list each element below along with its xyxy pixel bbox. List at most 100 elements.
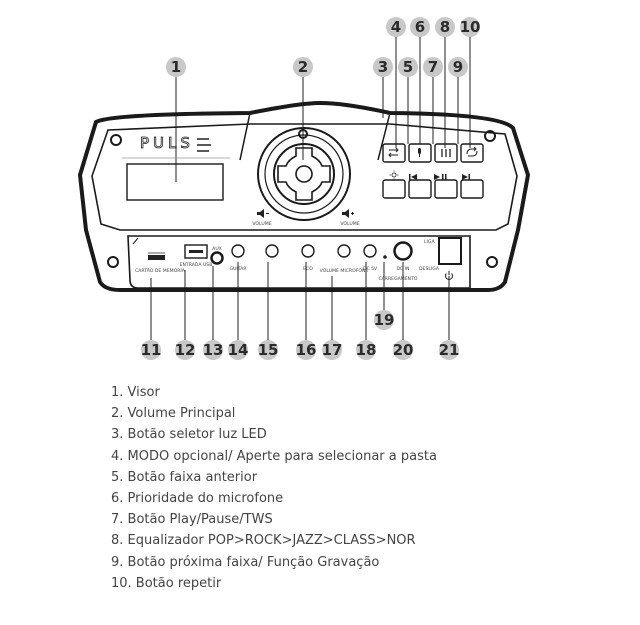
repeat-icon <box>466 146 478 157</box>
callout-2: 2 <box>293 57 313 77</box>
callout-16: 16 <box>296 340 317 360</box>
button-next[interactable] <box>460 174 484 199</box>
leader-lines <box>150 36 471 340</box>
legend-item: 4. MODO opcional/ Aperte para selecionar… <box>111 448 437 464</box>
callout-19: 19 <box>374 310 395 330</box>
callout-number: 11 <box>141 341 162 359</box>
volume-up-icon <box>342 209 354 218</box>
button-led[interactable] <box>382 170 406 199</box>
button-play-pause[interactable] <box>434 174 458 199</box>
callout-18: 18 <box>356 340 377 360</box>
callout-number: 15 <box>258 341 279 359</box>
callout-11: 11 <box>141 340 162 360</box>
callout-6: 6 <box>410 17 430 37</box>
usb-port[interactable] <box>184 244 208 259</box>
legend-item: 5. Botão faixa anterior <box>111 469 258 485</box>
dc-in-label: DC IN <box>397 266 410 272</box>
callout-8: 8 <box>435 17 455 37</box>
display-screen <box>126 163 224 201</box>
button-prev[interactable] <box>408 174 432 199</box>
callout-number: 14 <box>228 341 249 359</box>
charging-led <box>383 255 387 259</box>
eq-icon <box>441 149 451 157</box>
play-pause-icon <box>434 174 447 180</box>
power-off-label: DESLIGA <box>419 266 440 272</box>
guitar-jack[interactable] <box>231 244 245 258</box>
mic-volume-label: VOLUME MICROFONE <box>320 268 369 274</box>
power-switch[interactable] <box>438 237 462 265</box>
aux-jack[interactable] <box>210 251 224 265</box>
legend-item: 8. Equalizador POP>ROCK>JAZZ>CLASS>NOR <box>111 533 416 549</box>
connector-panel <box>127 235 471 289</box>
legend-item: 1. Visor <box>111 385 160 400</box>
button-repeat[interactable] <box>460 143 484 163</box>
callout-number: 8 <box>440 18 450 36</box>
echo-label: ECO <box>303 266 313 272</box>
volume-down-icon <box>257 209 269 218</box>
callout-number: 7 <box>428 58 438 76</box>
button-equalizer[interactable] <box>434 143 458 163</box>
callout-number: 9 <box>453 58 463 76</box>
callout-number: 10 <box>460 18 481 36</box>
power-on-label: LIGA <box>424 239 435 245</box>
callout-5: 5 <box>398 57 418 77</box>
button-mode[interactable] <box>382 143 406 163</box>
memory-card-label: CARTÃO DE MEMÓRIA <box>135 267 186 274</box>
callout-21: 21 <box>439 340 460 360</box>
mic-volume-knob[interactable] <box>337 244 351 258</box>
callout-17: 17 <box>322 340 343 360</box>
callout-number: 17 <box>322 341 343 359</box>
aux-label: AUX <box>212 246 222 252</box>
memory-card-slot[interactable] <box>148 252 165 260</box>
charging-label: CARREGAMENTO <box>378 276 417 282</box>
callout-10: 10 <box>460 17 481 37</box>
button-mic-priority[interactable] <box>408 143 432 163</box>
callout-number: 20 <box>393 341 414 359</box>
legend-item: 10. Botão repetir <box>111 575 222 591</box>
callout-number: 21 <box>439 341 460 359</box>
callout-12: 12 <box>175 340 196 360</box>
callout-number: 16 <box>296 341 317 359</box>
callout-number: 3 <box>378 58 388 76</box>
legend-item: 6. Prioridade do microfone <box>111 490 284 506</box>
legend-item: 3. Botão seletor luz LED <box>111 427 267 443</box>
device-diagram: PULS VOLUME VOLUME <box>77 17 531 360</box>
led-icon <box>389 170 399 180</box>
legend-item: 2. Volume Principal <box>111 406 236 422</box>
callout-number: 6 <box>415 18 425 36</box>
echo-knob[interactable] <box>301 244 315 258</box>
callout-number: 2 <box>298 58 308 76</box>
callout-3: 3 <box>373 57 393 77</box>
screws <box>107 129 498 268</box>
volume-knob[interactable] <box>257 127 351 221</box>
prev-track-icon <box>409 174 417 180</box>
callout-number: 19 <box>374 311 395 329</box>
brand-logo: PULS <box>122 134 230 159</box>
next-track-icon <box>462 174 470 180</box>
mic-icon <box>418 148 421 157</box>
dc-in-jack[interactable] <box>363 244 377 258</box>
callout-number: 1 <box>171 58 181 76</box>
guitar-label: GUITAR <box>229 266 247 272</box>
callout-number: 4 <box>391 18 401 36</box>
mic-jack[interactable] <box>265 244 279 258</box>
callout-14: 14 <box>228 340 249 360</box>
legend-item: 7. Botão Play/Pause/TWS <box>111 512 273 528</box>
callout-9: 9 <box>448 57 468 77</box>
legend-list: 1. Visor 2. Volume Principal 3. Botão se… <box>111 382 437 594</box>
callout-4: 4 <box>386 17 406 37</box>
callout-number: 12 <box>175 341 196 359</box>
brand-text: PULS <box>140 134 194 152</box>
usb-input-label: ENTRADA USB <box>180 262 213 268</box>
callout-7: 7 <box>423 57 443 77</box>
power-icon <box>445 271 453 280</box>
callout-1: 1 <box>166 57 186 77</box>
speaker-body <box>77 100 531 292</box>
volume-minus-label: VOLUME <box>252 221 271 227</box>
callout-number: 18 <box>356 341 377 359</box>
callout-number: 5 <box>403 58 413 76</box>
volume-plus-label: VOLUME <box>340 221 359 227</box>
mode-icon <box>388 147 399 158</box>
tws-button[interactable] <box>393 241 413 261</box>
legend-item: 9. Botão próxima faixa/ Função Gravação <box>111 554 380 570</box>
